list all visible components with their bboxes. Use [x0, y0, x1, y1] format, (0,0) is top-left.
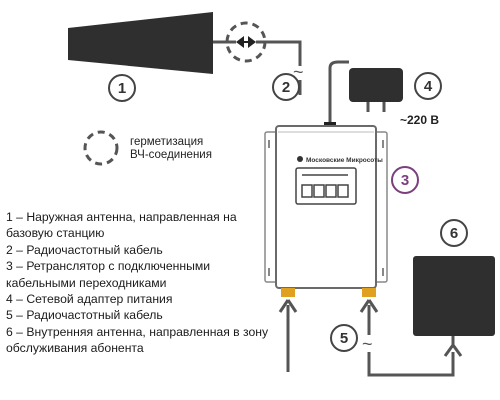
- repeater-connector-right: [362, 288, 376, 297]
- repeater-body: [275, 125, 377, 289]
- repeater-display-indicator-4: [337, 184, 349, 198]
- legend-item-6: 6 – Внутренняя антенна, направленная в з…: [6, 324, 269, 356]
- callout-2-circle: [272, 73, 300, 101]
- callout-5-label: 5: [340, 330, 348, 347]
- callout-6-label: 6: [450, 225, 458, 242]
- power-cable: [328, 60, 349, 122]
- cable-break-tilde-bottom: ~: [362, 334, 373, 354]
- outdoor-antenna-shape: [68, 12, 213, 74]
- repeater-display-indicator-3: [325, 184, 337, 198]
- callout-1-label: 1: [118, 80, 126, 97]
- callout-3-circle: [391, 166, 419, 194]
- rf-connector-top-icon: [236, 36, 256, 48]
- callout-4-label: 4: [424, 78, 433, 95]
- arrow-up-right-icon: [359, 299, 379, 313]
- power-adapter: [349, 68, 403, 102]
- callout-3-label: 3: [401, 172, 409, 189]
- sealing-legend-text-line2: ВЧ-соединения: [130, 149, 212, 161]
- repeater-brand-label: Московские Микросоты: [306, 157, 383, 164]
- sealing-legend-text-line1: герметизация: [130, 136, 203, 148]
- repeater-display-indicator-1: [301, 184, 313, 198]
- rf-cable-2: [256, 40, 302, 95]
- sealing-legend-circle: [83, 130, 119, 166]
- legend-item-2: 2 – Радиочастотный кабель: [6, 242, 163, 257]
- callout-5-circle: [330, 324, 358, 352]
- callout-6-circle: [440, 219, 468, 247]
- repeater-display-indicator-2: [313, 184, 325, 198]
- arrow-up-antenna-icon: [443, 344, 463, 357]
- legend-list: 1 – Наружная антенна, направленная на ба…: [6, 209, 276, 357]
- callout-2-label: 2: [282, 79, 290, 96]
- cable-break-tilde-top: ~: [293, 62, 304, 82]
- legend-item-5: 5 – Радиочастотный кабель: [6, 308, 163, 323]
- indoor-antenna: [413, 256, 495, 336]
- arrow-up-left-icon: [278, 299, 298, 313]
- callout-4-circle: [414, 72, 442, 100]
- legend-item-4: 4 – Сетевой адаптер питания: [6, 292, 173, 307]
- repeater-connector-left: [281, 288, 295, 297]
- voltage-label: ~220 В: [400, 113, 439, 127]
- rf-cable-5: [367, 305, 455, 377]
- callout-1-circle: [108, 74, 136, 102]
- legend-item-3: 3 – Ретранслятор с подключенными кабельн…: [6, 259, 211, 290]
- legend-item-1: 1 – Наружная антенна, направленная на ба…: [6, 210, 237, 241]
- brand-logo-icon: [297, 156, 303, 162]
